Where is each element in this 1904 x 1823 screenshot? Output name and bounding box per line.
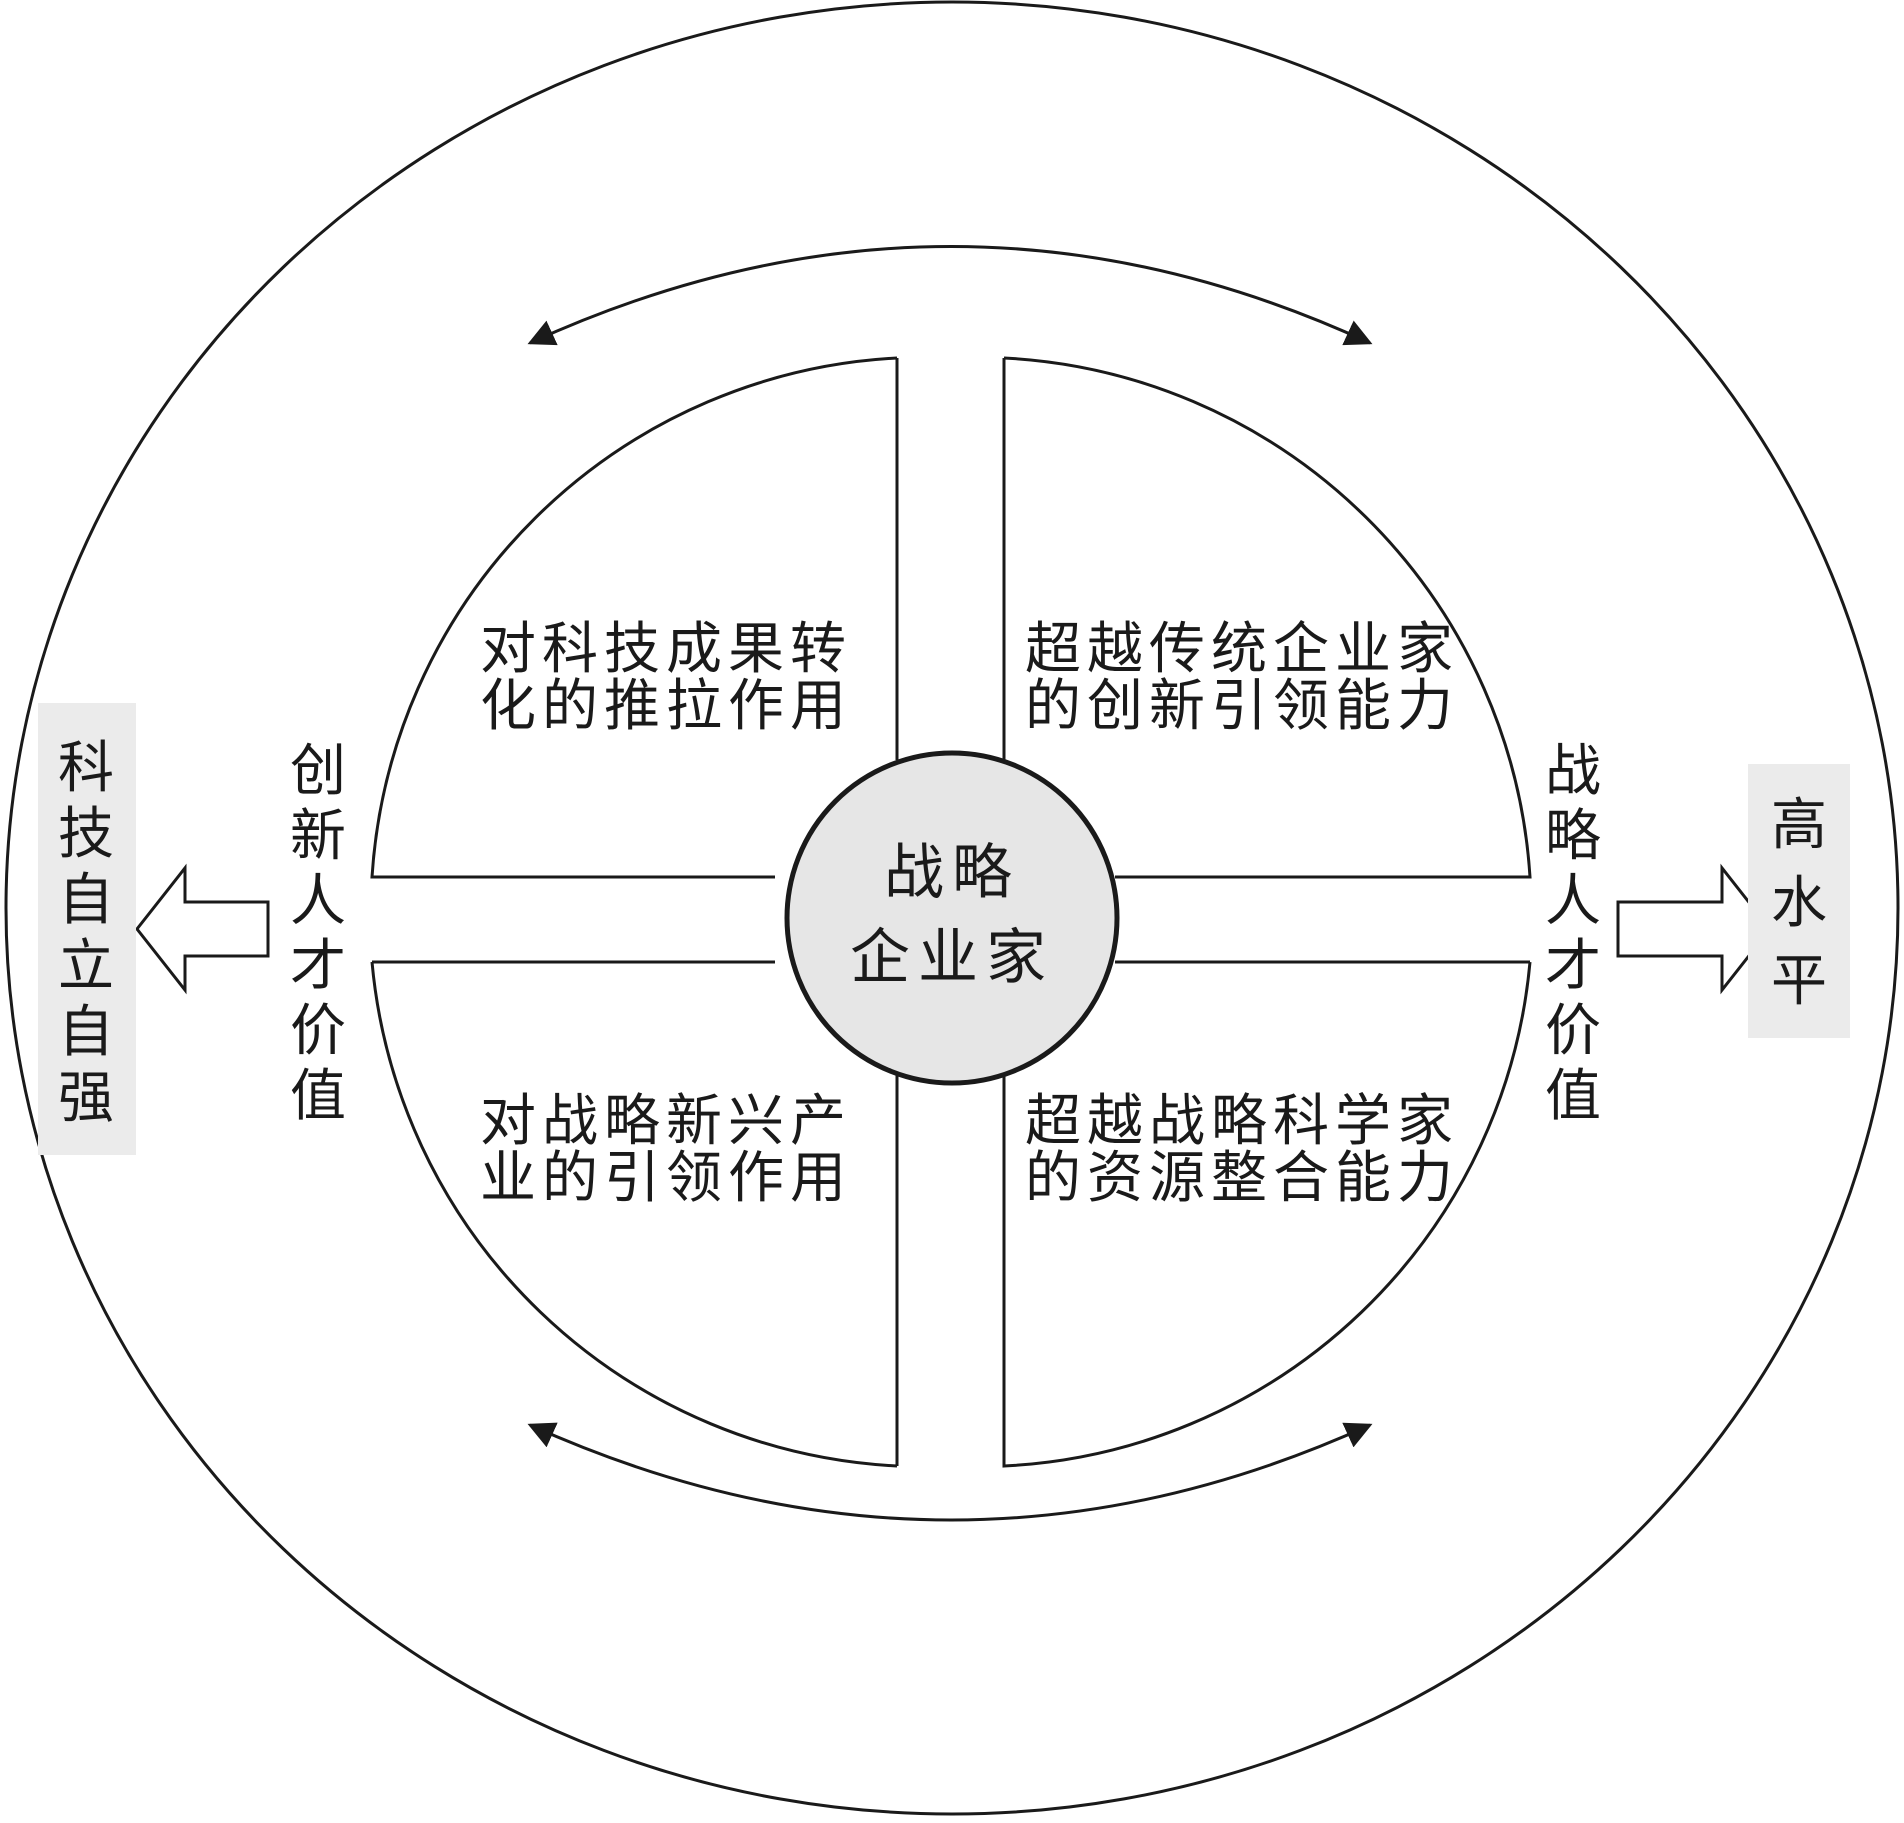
quadrant-top-left-line1: 对科技成果转 [480, 617, 852, 682]
outcome-left-char: 自 [58, 868, 114, 933]
quadrant-top-right-shape [1002, 356, 1532, 879]
outcome-right-char: 高 [1771, 793, 1827, 858]
hollow-arrow-left-icon [135, 863, 270, 995]
center-label-line1: 战略 [884, 838, 1020, 908]
outcome-box-left [38, 703, 136, 1155]
side-label-right-char: 才 [1545, 934, 1601, 999]
side-label-right-char: 战 [1545, 739, 1601, 804]
outcome-label-left: 科 技 自 立 自 强 [58, 736, 114, 1131]
side-label-left-char: 价 [290, 999, 346, 1064]
outcome-left-char: 科 [58, 736, 114, 801]
outcome-left-char: 强 [58, 1066, 114, 1131]
outcome-left-char: 立 [58, 934, 114, 999]
outer-circle [4, 0, 1900, 1816]
outcome-box-right [1748, 764, 1850, 1038]
outcome-left-char: 自 [58, 1000, 114, 1065]
quadrant-bottom-left-line1: 对战略新兴产 [480, 1089, 852, 1154]
center-label-line2: 企业家 [850, 923, 1054, 993]
side-label-right-char: 价 [1545, 999, 1601, 1064]
quadrant-bottom-left-shape [370, 960, 898, 1468]
quadrant-top-left-shape [370, 356, 898, 879]
side-label-left: 创 新 人 才 价 值 [290, 739, 346, 1129]
quadrant-bottom-left-line2: 业的引领作用 [480, 1146, 852, 1211]
side-label-left-char: 创 [290, 739, 346, 804]
side-label-right-char: 值 [1545, 1064, 1601, 1129]
outcome-right-char: 平 [1771, 949, 1827, 1014]
quadrant-top-right-line1: 超越传统企业家 [1025, 617, 1459, 682]
quadrant-bottom-right-shape [1002, 960, 1532, 1468]
outcome-label-right: 高 水 平 [1771, 793, 1827, 1014]
side-label-right-char: 人 [1545, 869, 1601, 934]
outcome-right-char: 水 [1771, 871, 1827, 936]
side-label-right: 战 略 人 才 价 值 [1545, 739, 1601, 1129]
side-label-left-char: 才 [290, 934, 346, 999]
hollow-arrow-right-icon [1616, 863, 1772, 995]
side-label-left-char: 新 [290, 804, 346, 869]
curved-double-arrow-icon-top [527, 245, 1373, 346]
outcome-left-char: 技 [58, 802, 114, 867]
curved-double-arrow-icon-bottom [527, 1422, 1373, 1522]
quadrant-bottom-right-line1: 超越战略科学家 [1025, 1089, 1459, 1154]
quadrant-bottom-right-line2: 的资源整合能力 [1025, 1146, 1459, 1211]
center-circle [784, 750, 1120, 1086]
side-label-left-char: 人 [290, 869, 346, 934]
quadrant-top-right-line2: 的创新引领能力 [1025, 674, 1459, 739]
quadrant-top-left-line2: 化的推拉作用 [480, 674, 852, 739]
side-label-left-char: 值 [290, 1064, 346, 1129]
side-label-right-char: 略 [1545, 804, 1601, 869]
